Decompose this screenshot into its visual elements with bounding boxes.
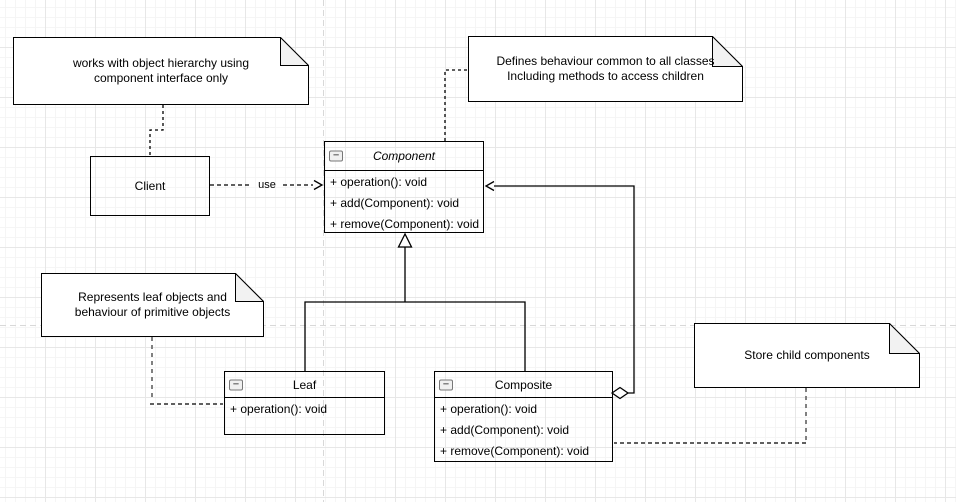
- note-works-with-hierarchy[interactable]: works with object hierarchy using compon…: [13, 37, 309, 105]
- class-client[interactable]: Client: [90, 156, 210, 216]
- edge-note-to-leaf[interactable]: [150, 337, 223, 405]
- class-title-bar: − Composite: [435, 372, 612, 398]
- method-operation: + operation(): void: [230, 402, 328, 416]
- open-arrowhead-icon: [313, 179, 324, 191]
- note-text: works with object hierarchy using compon…: [72, 56, 250, 85]
- method-operation: + operation(): void: [440, 402, 538, 416]
- class-name: Composite: [494, 377, 553, 392]
- folded-corner-icon: [712, 36, 743, 67]
- note-text: Represents leaf objects and behaviour of…: [74, 290, 231, 319]
- edge-note-to-client[interactable]: [149, 105, 164, 156]
- class-name: Component: [372, 149, 436, 163]
- open-arrowhead-icon: [484, 180, 495, 192]
- class-leaf[interactable]: − Leaf + operation(): void: [224, 371, 385, 435]
- class-component[interactable]: − Component + operation(): void + add(Co…: [324, 141, 484, 233]
- note-shape: [468, 36, 743, 102]
- class-name: Leaf: [292, 377, 317, 392]
- method-add: + add(Component): void: [330, 196, 460, 210]
- class-title-bar: − Component: [325, 142, 483, 171]
- edge-generalization[interactable]: [304, 232, 526, 371]
- method-operation: + operation(): void: [330, 175, 428, 189]
- folded-corner-icon: [280, 37, 309, 66]
- class-name: Client: [134, 179, 166, 193]
- method-add: + add(Component): void: [440, 423, 570, 437]
- edge-label-use[interactable]: use: [258, 179, 276, 191]
- method-remove: + remove(Component): void: [440, 444, 590, 458]
- class-composite[interactable]: − Composite + operation(): void + add(Co…: [434, 371, 613, 462]
- note-defines-behaviour[interactable]: Defines behaviour common to all classes …: [468, 36, 743, 102]
- edge-client-use-component[interactable]: [210, 179, 324, 191]
- collapse-icon[interactable]: −: [329, 150, 343, 162]
- note-text: Defines behaviour common to all classes …: [496, 54, 715, 83]
- note-shape: [694, 323, 920, 388]
- collapse-icon[interactable]: −: [439, 379, 453, 390]
- note-text: Store child components: [744, 348, 870, 362]
- note-shape: [41, 273, 264, 337]
- note-represents-leaf[interactable]: Represents leaf objects and behaviour of…: [41, 273, 264, 337]
- folded-corner-icon: [235, 273, 264, 302]
- hollow-triangle-icon: [397, 232, 413, 248]
- note-shape: [13, 37, 309, 105]
- hollow-diamond-icon: [610, 386, 630, 400]
- note-store-children[interactable]: Store child components: [694, 323, 920, 388]
- edge-note-to-component[interactable]: [444, 69, 467, 141]
- collapse-icon[interactable]: −: [229, 379, 243, 390]
- class-title-bar: − Leaf: [225, 372, 384, 398]
- edge-note-to-composite[interactable]: [614, 388, 807, 444]
- folded-corner-icon: [889, 323, 920, 354]
- edge-aggregation[interactable]: [484, 180, 635, 400]
- method-remove: + remove(Component): void: [330, 217, 480, 231]
